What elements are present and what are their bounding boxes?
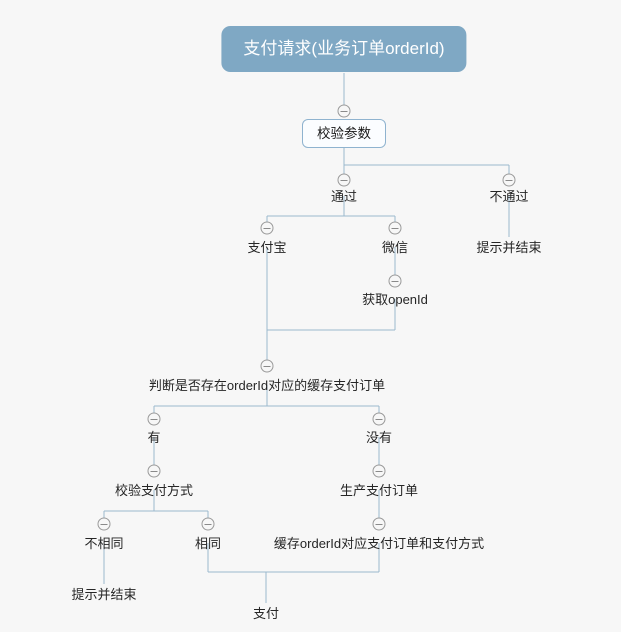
flowchart-node[interactable]: 微信	[381, 240, 409, 255]
collapse-minus-circle-icon[interactable]	[337, 173, 351, 187]
flowchart-edge	[343, 143, 510, 180]
collapse-minus-circle-icon[interactable]	[372, 517, 386, 531]
flowchart-node[interactable]: 支付请求(业务订单orderId)	[221, 26, 467, 72]
flowchart-node[interactable]: 相同	[194, 536, 222, 551]
collapse-minus-circle-icon[interactable]	[260, 221, 274, 235]
collapse-minus-circle-icon[interactable]	[147, 412, 161, 426]
flowchart-node[interactable]: 校验支付方式	[114, 483, 194, 498]
flowchart-node[interactable]: 通过	[330, 189, 358, 204]
collapse-minus-circle-icon[interactable]	[260, 359, 274, 373]
collapse-minus-circle-icon[interactable]	[147, 464, 161, 478]
flowchart-node[interactable]: 提示并结束	[476, 240, 542, 255]
flowchart-node[interactable]: 没有	[365, 430, 393, 445]
flowchart-node[interactable]: 有	[147, 430, 161, 445]
collapse-minus-circle-icon[interactable]	[201, 517, 215, 531]
flowchart-node[interactable]: 支付	[252, 606, 280, 621]
flowchart-node[interactable]: 不相同	[84, 536, 124, 551]
collapse-minus-circle-icon[interactable]	[372, 412, 386, 426]
collapse-minus-circle-icon[interactable]	[388, 274, 402, 288]
flowchart-node[interactable]: 获取openId	[362, 292, 428, 307]
collapse-minus-circle-icon[interactable]	[388, 221, 402, 235]
flowchart-node[interactable]: 不通过	[489, 189, 529, 204]
flowchart-node[interactable]: 支付宝	[247, 240, 287, 255]
flowchart-node[interactable]: 生产支付订单	[339, 483, 419, 498]
flowchart-edge	[207, 543, 380, 603]
flowchart-node[interactable]: 判断是否存在orderId对应的缓存支付订单	[148, 378, 386, 393]
collapse-minus-circle-icon[interactable]	[337, 104, 351, 118]
flowchart-node[interactable]: 缓存orderId对应支付订单和支付方式	[273, 536, 485, 551]
flowchart-node[interactable]: 校验参数	[302, 119, 386, 148]
collapse-minus-circle-icon[interactable]	[97, 517, 111, 531]
collapse-minus-circle-icon[interactable]	[372, 464, 386, 478]
flowchart-node[interactable]: 提示并结束	[71, 587, 137, 602]
collapse-minus-circle-icon[interactable]	[502, 173, 516, 187]
